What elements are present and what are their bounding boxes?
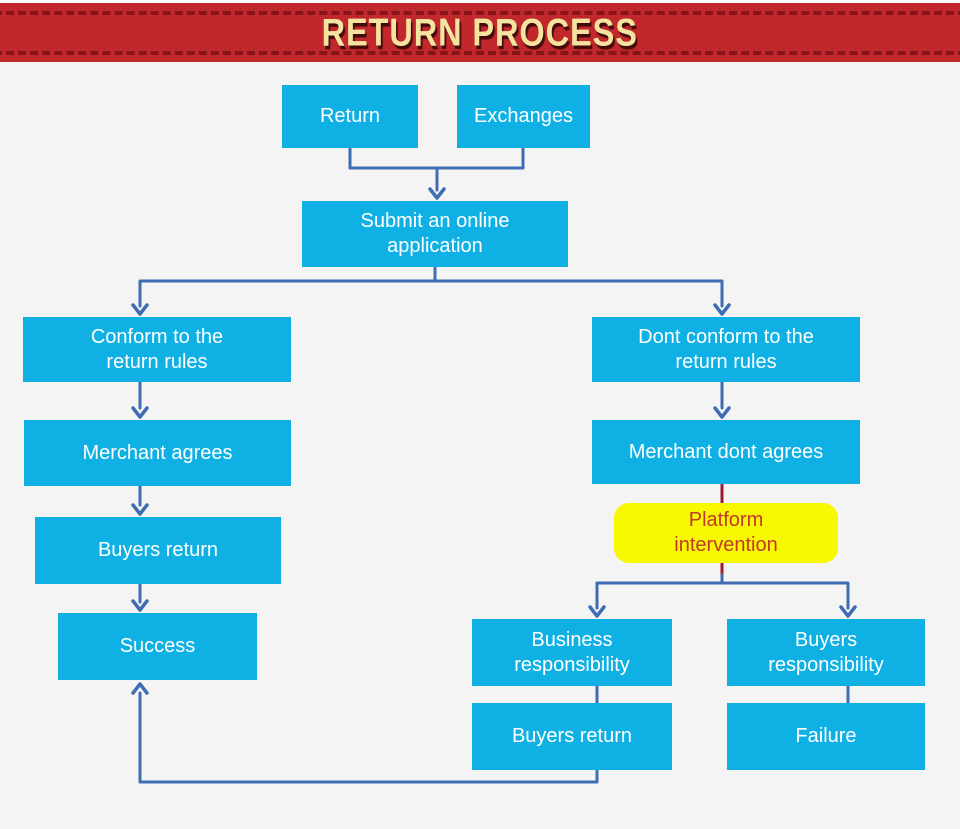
flowchart-connectors <box>131 146 857 784</box>
stitch-line-bottom <box>0 51 960 55</box>
arrowhead-into-business-resp <box>588 605 606 618</box>
node-business-responsibility: Business responsibility <box>472 619 672 686</box>
node-platform-intervention: Platform intervention <box>614 503 838 563</box>
header-banner: RETURN PROCESS <box>0 3 960 62</box>
stitch-line-top <box>0 11 960 15</box>
arrowhead-up-into-success <box>131 682 149 695</box>
node-submit-application: Submit an online application <box>302 201 568 267</box>
node-buyers-responsibility: Buyers responsibility <box>727 619 925 686</box>
node-merchant-dont-agrees: Merchant dont agrees <box>592 420 860 484</box>
node-buyers-return-bottom: Buyers return <box>472 703 672 770</box>
connector-merge-top <box>348 146 525 192</box>
node-return: Return <box>282 85 418 148</box>
arrowhead-into-merchant-agrees <box>131 406 149 419</box>
node-exchanges: Exchanges <box>457 85 590 148</box>
arrowhead-into-buyers-return <box>131 503 149 516</box>
flowchart-canvas: Return Exchanges Submit an online applic… <box>0 62 960 829</box>
node-merchant-agrees: Merchant agrees <box>24 420 291 486</box>
node-success: Success <box>58 613 257 680</box>
arrowhead-into-merchant-dont <box>713 406 731 419</box>
node-dont-conform-rules: Dont conform to the return rules <box>592 317 860 382</box>
connector-split-submit <box>138 265 724 308</box>
arrowhead-into-dont-conform <box>713 303 731 316</box>
node-failure: Failure <box>727 703 925 770</box>
connector-loop-to-success <box>138 691 599 784</box>
arrowhead-into-conform <box>131 303 149 316</box>
node-conform-rules: Conform to the return rules <box>23 317 291 382</box>
arrowhead-into-success <box>131 599 149 612</box>
arrowhead-into-buyers-resp <box>839 605 857 618</box>
arrowhead-into-submit <box>428 187 446 200</box>
page-title: RETURN PROCESS <box>321 10 639 54</box>
connector-split-platform <box>595 573 850 610</box>
node-buyers-return: Buyers return <box>35 517 281 584</box>
